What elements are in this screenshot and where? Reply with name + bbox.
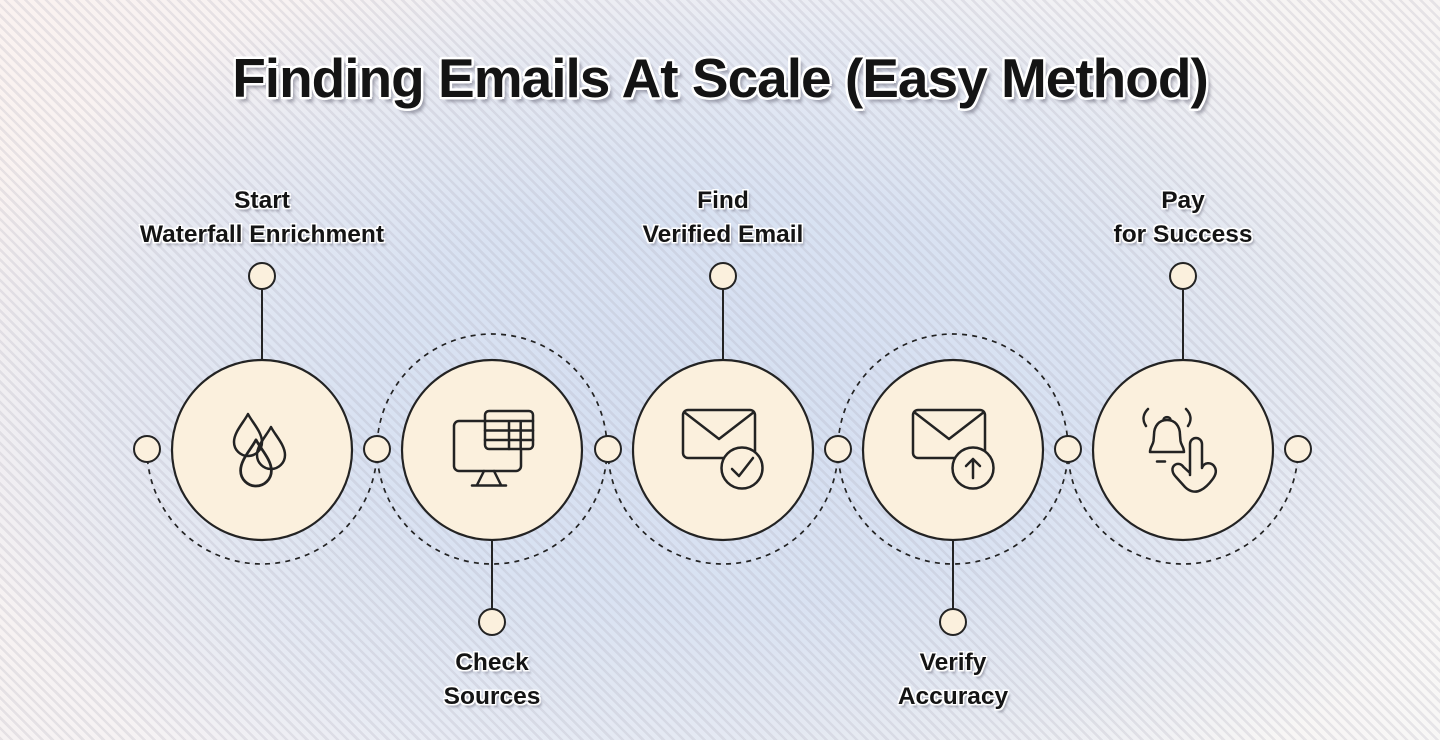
step-label-line: Accuracy (897, 683, 1009, 710)
step-5-label: Pay for Success (1013, 184, 1353, 252)
step-label-line: Verified Email (642, 221, 804, 248)
step-label-line: Find (697, 187, 749, 214)
page-title: Finding Emails At Scale (Easy Method) (232, 47, 1209, 109)
step-label-line: Verify (919, 649, 987, 676)
step-label-line: Start (234, 187, 290, 214)
step-3-label: Find Verified Email (553, 184, 893, 252)
step-label-line: Waterfall Enrichment (139, 221, 385, 248)
bell-tap-icon (1142, 407, 1217, 493)
water-drops-icon (232, 412, 287, 488)
step-label-line: Pay (1161, 187, 1205, 214)
step-3-circle (631, 358, 815, 542)
step-label-line: Check (455, 649, 529, 676)
step-4-label: Verify Accuracy (783, 646, 1123, 714)
email-upload-icon (911, 408, 995, 490)
step-label-line: Sources (443, 683, 541, 710)
email-verified-icon (681, 408, 764, 490)
monitor-table-icon (452, 409, 535, 487)
path-node-dots (133, 435, 1312, 463)
step-4-circle (861, 358, 1045, 542)
step-circles (170, 358, 1275, 542)
step-label-line: for Success (1113, 221, 1253, 248)
label-stems (248, 262, 1197, 636)
step-2-label: Check Sources (322, 646, 662, 714)
step-1-label: Start Waterfall Enrichment (92, 184, 432, 252)
